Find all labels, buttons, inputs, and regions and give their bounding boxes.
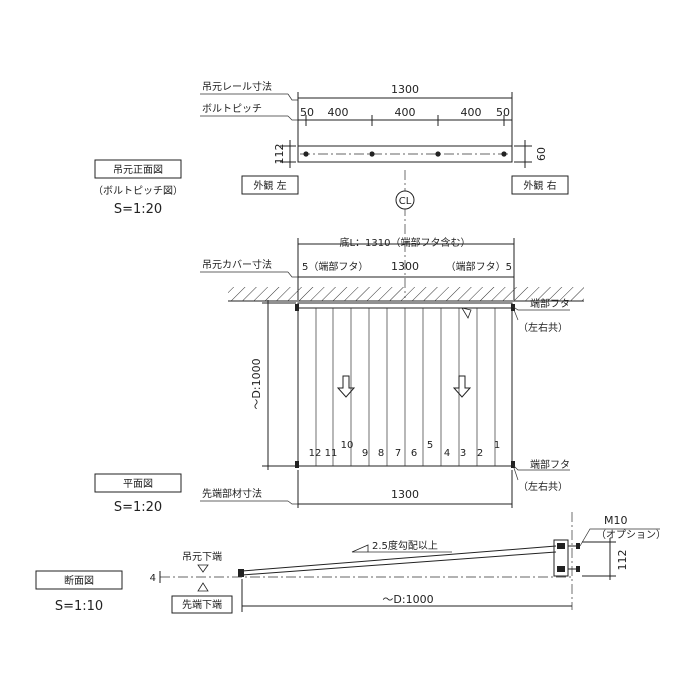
end-cap-top-left [295,304,299,311]
slat-number: 10 [341,440,354,451]
end-cap-top-right [511,304,515,311]
front-view-scale: S=1:20 [114,202,162,217]
roof-panel-top [241,545,557,572]
tip-label: 先端部材寸法 [202,487,262,500]
pitch-2: 400 [328,106,349,119]
end-cap-bottom-left [295,461,299,468]
exterior-left-box [241,175,299,195]
slat-number: 2 [477,448,483,459]
slat-numbers: 12 11 10 9 8 7 6 5 4 3 2 1 [309,440,501,459]
bolt-spec-sub: （オプション） [596,529,666,541]
bolt-head [576,566,580,572]
end-cap-bottom-sub: （左右共） [518,480,568,493]
bolt-pitch-label: ボルトピッチ [202,103,262,115]
plan-depth: ～D:1000 [250,358,263,409]
front-view-title-box [94,159,182,179]
plan-view-title-box [94,473,182,493]
base-width: 底L：1310（端部フタ含む） [339,236,470,249]
cover-label: 吊元カバー寸法 [202,258,272,271]
slat-number: 5 [427,440,433,451]
hanger-bottom-marker-icon [197,564,209,573]
drain-arrow-icon [452,375,472,398]
section-view-title-box [35,570,123,590]
cover-left: 5（端部フタ） [302,260,368,273]
bolt-head [576,543,580,549]
plan-view: 底L：1310（端部フタ含む） 吊元カバー寸法 5（端部フタ） 1300 （端部… [94,236,584,515]
exterior-left: 外観 左 [253,179,286,192]
wall-hatch [228,287,584,301]
pitch-5: 50 [496,106,510,119]
slat-number: 8 [378,448,384,459]
centerline-circle [395,190,415,210]
cover-center: 1300 [391,260,419,273]
tip-bottom-box [171,595,233,614]
slat-lines [315,308,496,466]
bolt-spec: M10 [604,514,628,527]
rail-total: 1300 [391,83,419,96]
height-left: 112 [273,144,286,165]
slat-number: 1 [494,440,500,451]
bolt-hole [303,151,309,157]
end-cap-top: 端部フタ [530,297,570,310]
slope-arrow-icon [351,544,369,553]
section-depth: ～D:1000 [382,593,433,606]
end-cap-top-sub: （左右共） [518,321,568,334]
end-cap-bottom: 端部フタ [530,458,570,471]
rail-label: 吊元レール寸法 [202,80,272,93]
bolt-hole [435,151,441,157]
centerline-text: CL [399,196,412,207]
bolt-hole [369,151,375,157]
slope-label: 2.5度勾配以上 [372,539,438,552]
svg-text:4: 4 [150,573,156,584]
slat-number: 11 [325,448,338,459]
bolt-hole [501,151,507,157]
exterior-right-box [511,175,569,195]
end-cap-marker [461,307,472,319]
section-view: 2.5度勾配以上 M10 （オプション） 112 4 吊元下端 先端下端 [35,512,666,614]
front-view-title: 吊元正面図 [113,164,163,176]
slat-number: 12 [309,448,322,459]
plan-view-scale: S=1:20 [114,500,162,515]
front-view: 吊元レール寸法 ボルトピッチ 1300 50 400 400 400 50 1 [93,80,569,217]
roof-panel-bottom [241,551,557,576]
hanger-bracket [553,539,569,577]
cover-right: （端部フタ）5 [446,260,512,273]
slat-number: 7 [395,448,401,459]
slat-number: 4 [444,448,450,459]
exterior-right: 外観 右 [523,179,556,192]
drain-arrow-icon [336,375,356,398]
slat-number: 6 [411,448,417,459]
plan-view-title: 平面図 [123,478,153,490]
pitch-1: 50 [300,106,314,119]
tip-member [238,569,244,577]
tip-bottom-marker-icon [197,582,209,592]
tip-bottom-label: 先端下端 [182,598,222,611]
front-view-subtitle: （ボルトピッチ図） [93,185,183,197]
pitch-4: 400 [461,106,482,119]
end-cap-bottom-right [511,461,515,468]
section-view-title: 断面図 [64,574,94,587]
height-right: 60 [535,147,548,161]
tip-total: 1300 [391,488,419,501]
pitch-3: 400 [395,106,416,119]
hanger-bottom-label: 吊元下端 [182,550,222,563]
section-view-scale: S=1:10 [55,599,103,614]
slat-number: 3 [460,448,466,459]
centerline-symbol: CL [395,170,415,298]
section-height: 112 [616,550,629,571]
hanger-rail [297,145,513,163]
slat-number: 9 [362,448,368,459]
